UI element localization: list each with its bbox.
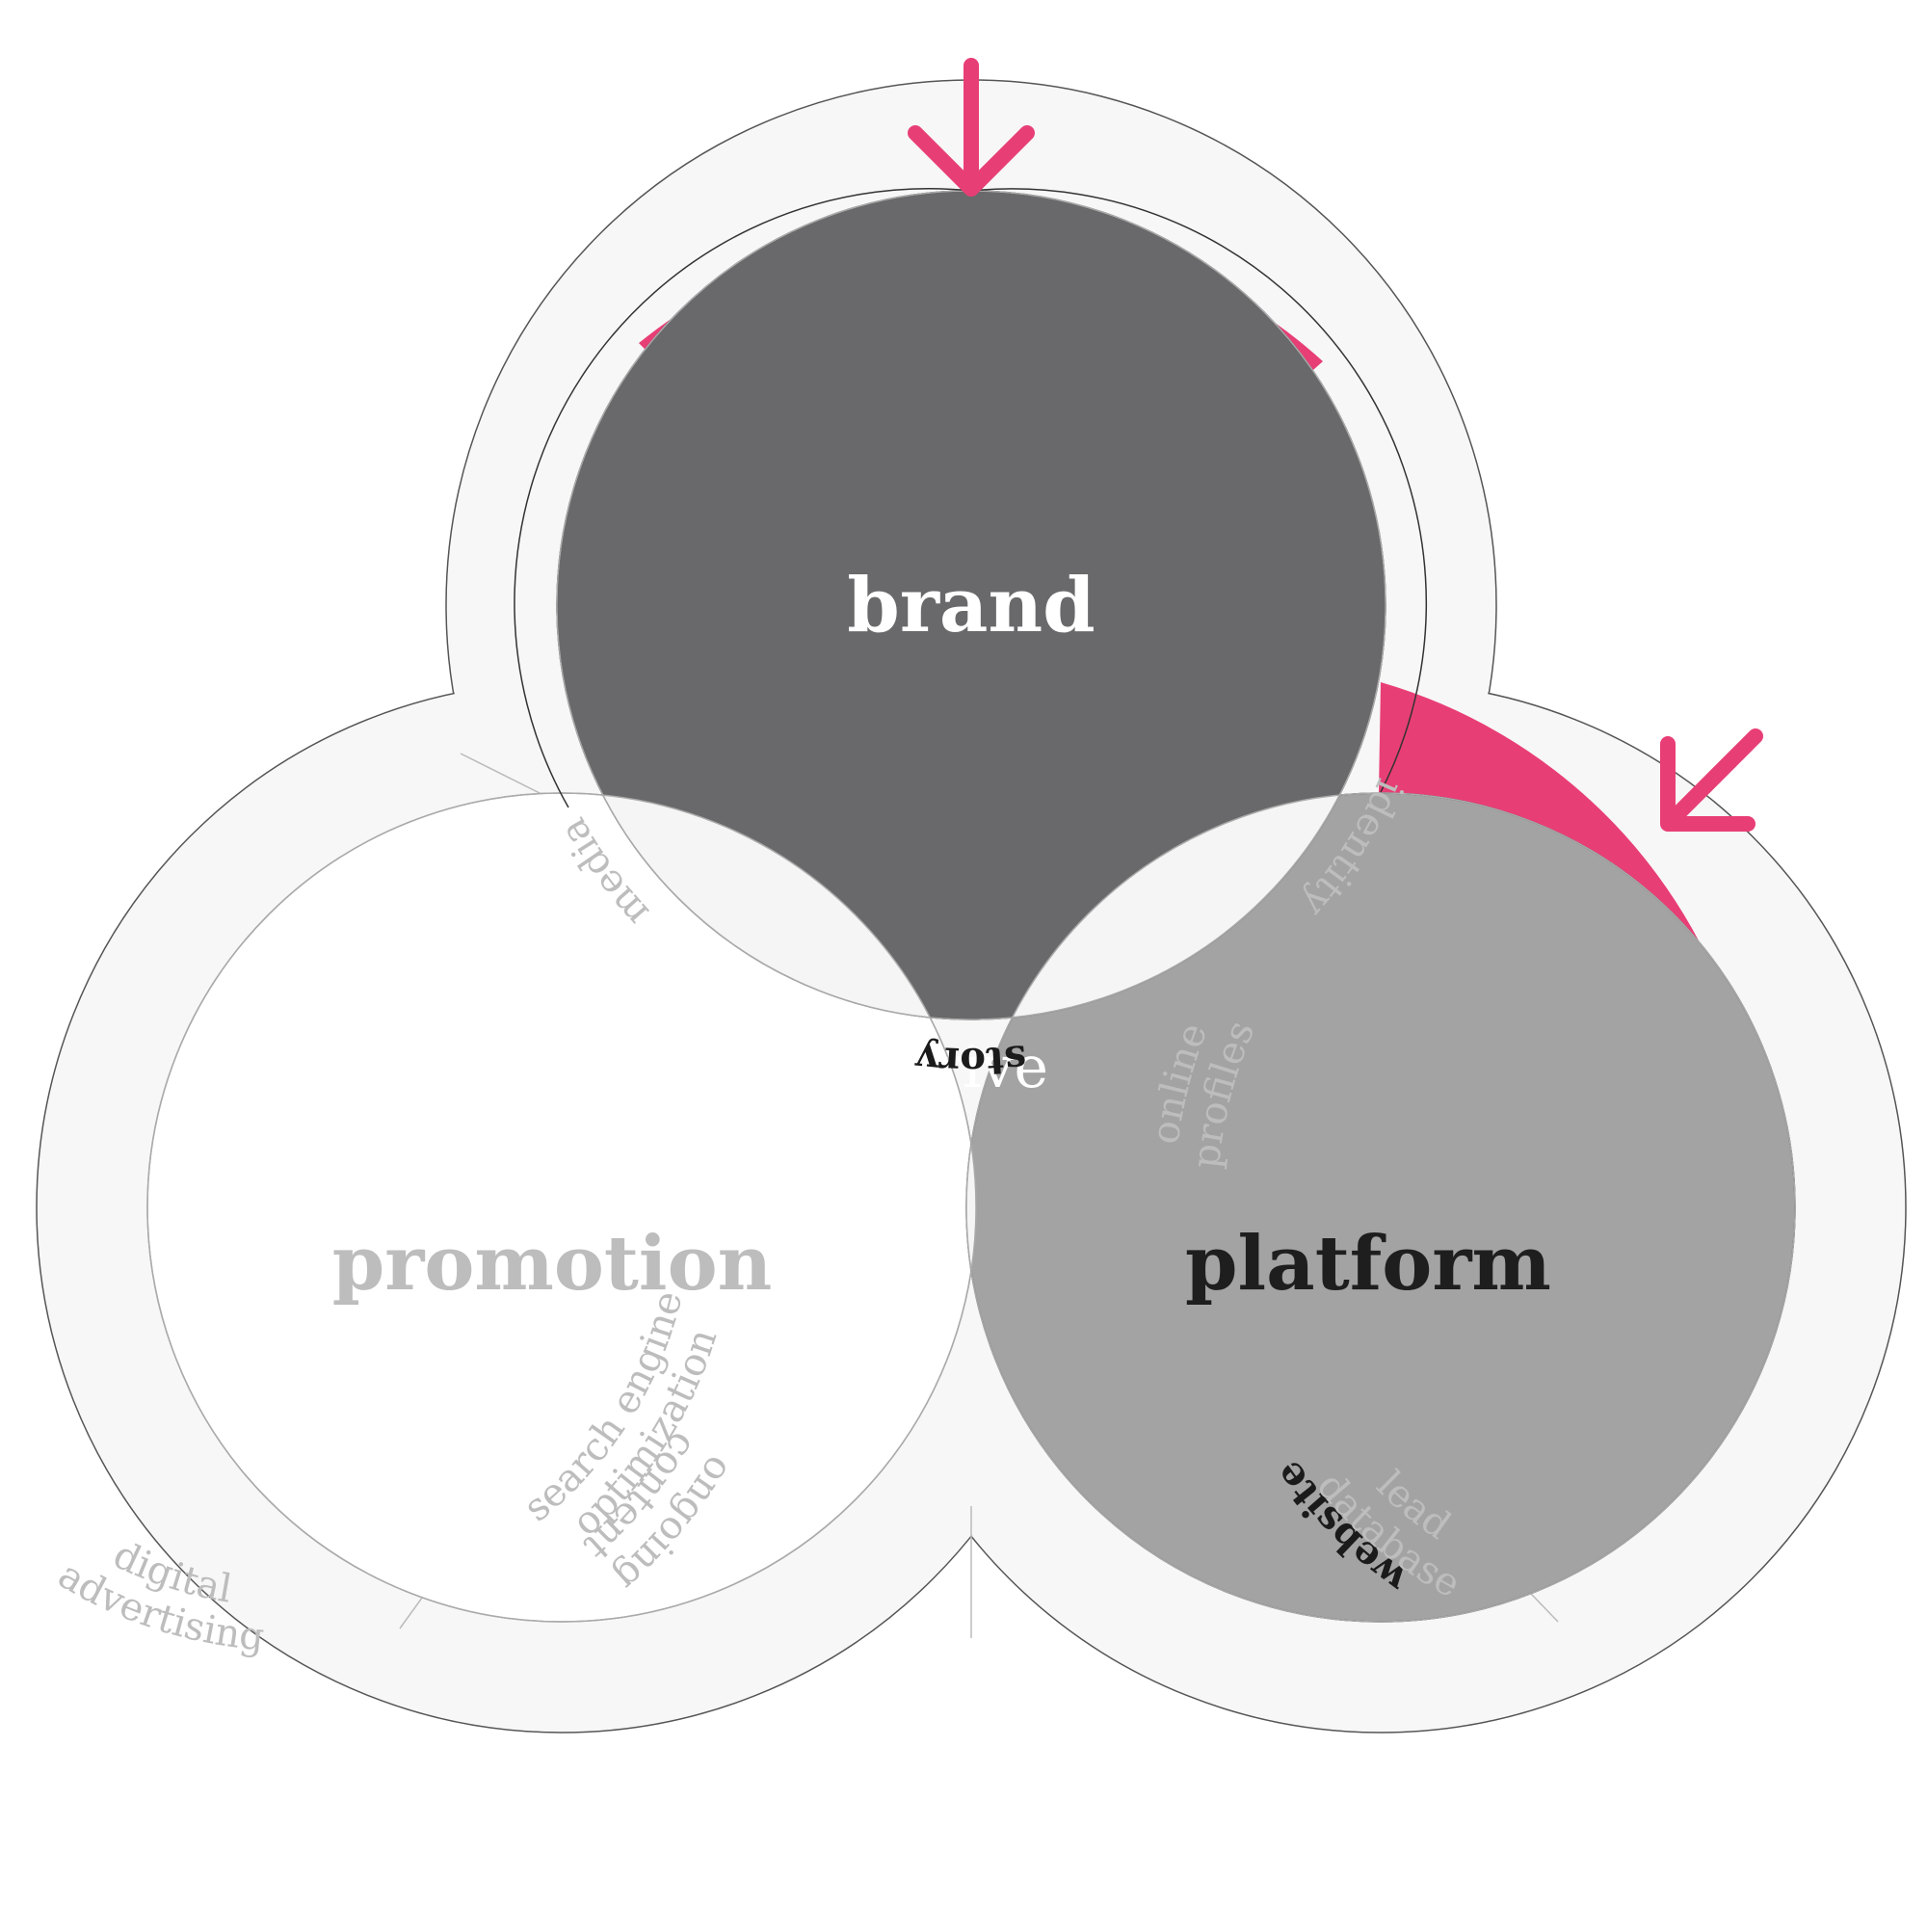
circle-labels: brand platform promotion thrive	[332, 562, 1551, 1308]
website-arrow-icon	[1660, 728, 1763, 832]
brand-label: brand	[847, 562, 1095, 649]
story-label: story	[912, 1036, 1029, 1084]
promotion-label: promotion	[332, 1220, 773, 1308]
arrows	[908, 58, 1763, 832]
thrive-label: thrive	[875, 1034, 1048, 1101]
story-arrow-icon	[908, 58, 1035, 197]
platform-label: platform	[1185, 1220, 1551, 1308]
